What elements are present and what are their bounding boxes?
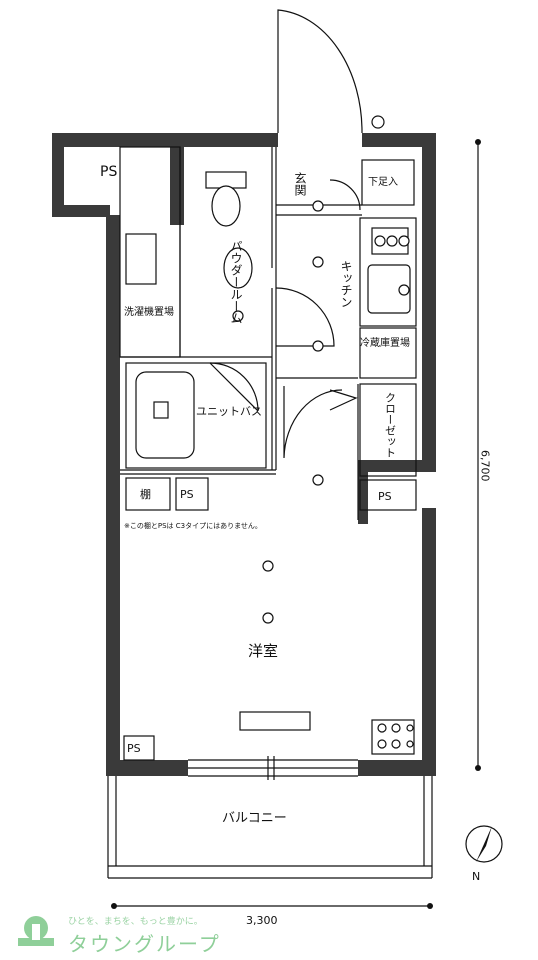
light-fixtures	[232, 115, 385, 624]
brand-tagline: ひとを、まちを、もっと豊かに。	[68, 917, 203, 927]
closet-label: クローゼット	[384, 392, 397, 458]
north-label: N	[472, 870, 480, 883]
balcony-label: バルコニー	[222, 811, 287, 826]
shoe-storage-label: 下足入	[368, 176, 398, 188]
walls	[52, 133, 436, 776]
kitchen-label: キッチン	[339, 260, 353, 308]
laundry-label: 洗濯機置場	[124, 305, 174, 318]
height-dimension: 6,700	[479, 450, 492, 482]
dimension-lines	[111, 139, 481, 909]
ps-mid-label: PS	[180, 488, 194, 501]
width-dimension: 3,300	[246, 914, 278, 927]
compass-icon: N	[465, 825, 503, 883]
unit-bath-label: ユニットバス	[196, 405, 262, 418]
ps-top-label: PS	[100, 164, 117, 180]
fridge-label: 冷蔵庫置場	[360, 336, 410, 349]
brand-footer: ひとを、まちを、もっと豊かに。 タウングループ	[8, 912, 228, 956]
brand-name: タウングループ	[68, 932, 221, 956]
powder-room-label: パウダールーム	[229, 240, 243, 324]
fixtures	[125, 171, 411, 459]
ps-bottom-label: PS	[127, 742, 141, 755]
shelf-label: 棚	[140, 487, 151, 501]
partitions	[119, 146, 417, 780]
western-room-label: 洋室	[248, 642, 278, 660]
layout-note: ※この棚とPSは C3タイプにはありません。	[124, 521, 262, 530]
ps-closet-label: PS	[378, 490, 392, 503]
balcony-outline	[107, 776, 433, 879]
doors	[209, 9, 363, 459]
entrance-label: 玄関	[293, 171, 307, 196]
town-group-logo-icon	[12, 914, 60, 954]
